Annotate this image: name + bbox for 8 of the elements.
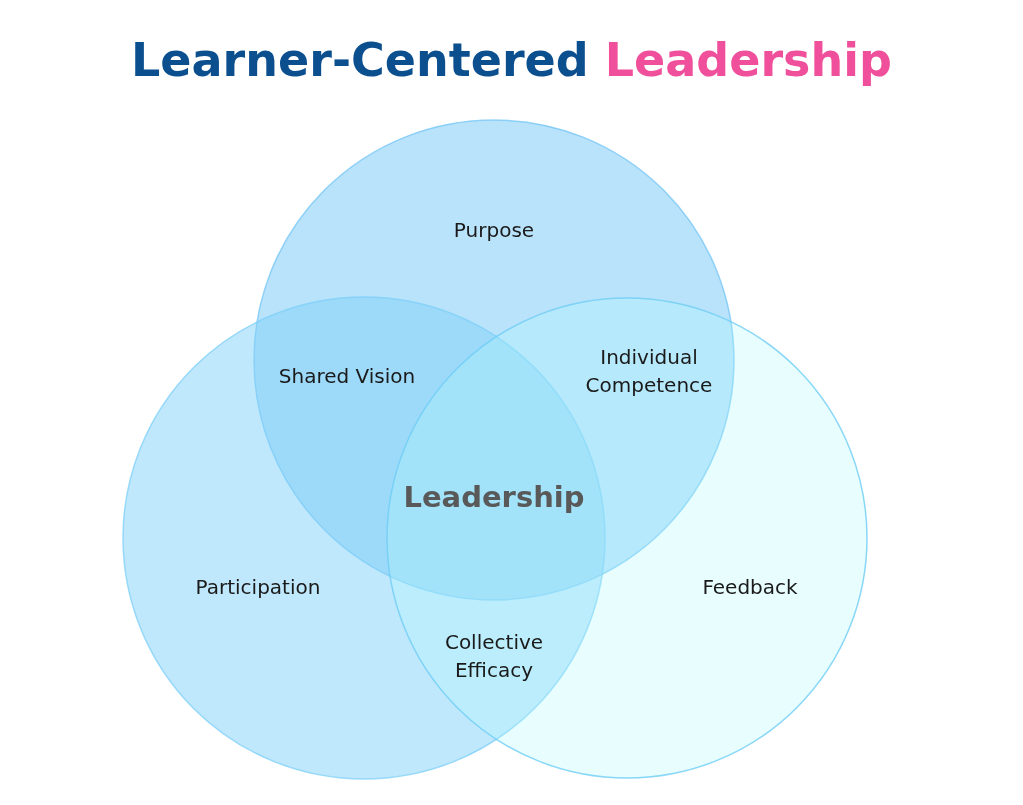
overlap-label: Collective Efficacy: [444, 629, 544, 684]
overlap-label: Shared Vision: [278, 363, 416, 390]
circle-label: Participation: [195, 574, 321, 601]
overlap-label: Individual Competence: [585, 344, 713, 399]
center-label: Leadership: [403, 478, 585, 516]
circle-label: Feedback: [702, 574, 798, 601]
circle-label: Purpose: [453, 217, 535, 244]
title: Learner-Centered Leadership: [131, 33, 892, 87]
